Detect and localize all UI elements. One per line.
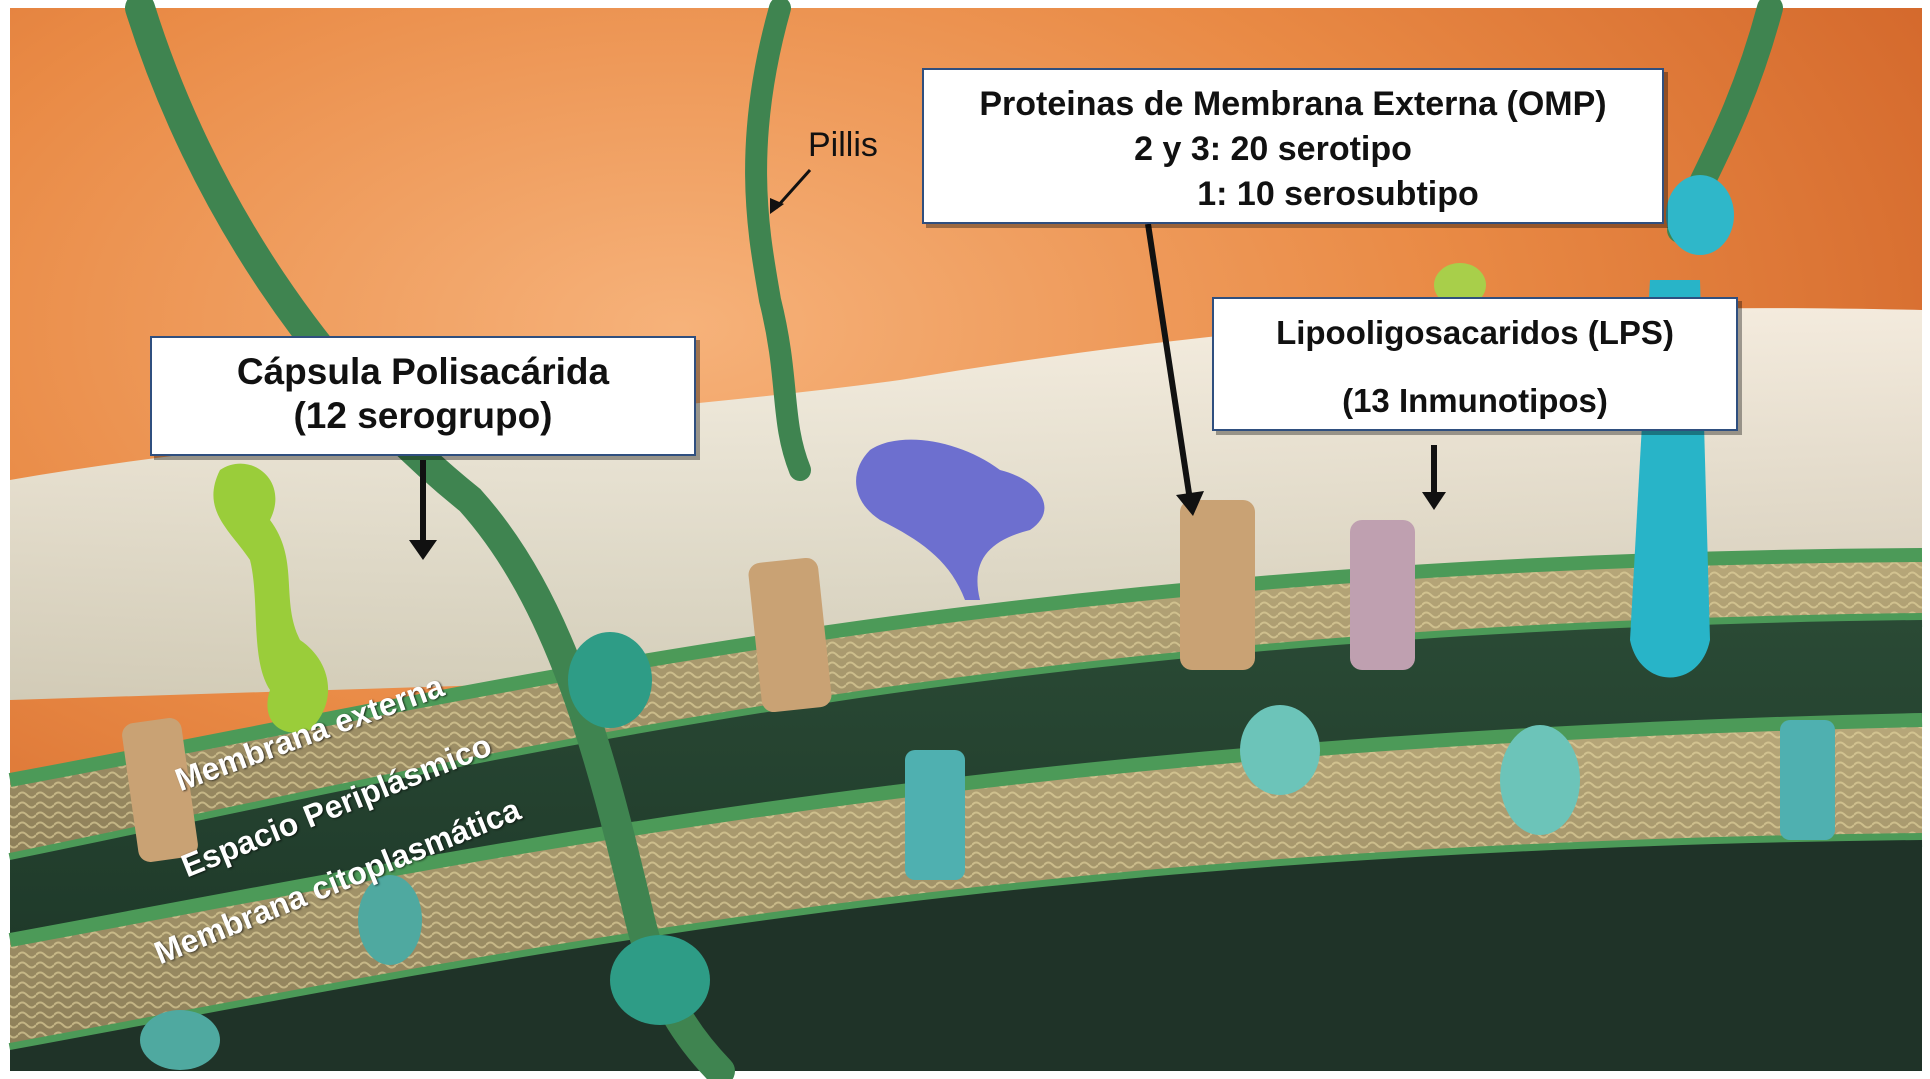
capsule-title: Cápsula Polisacárida [152, 350, 694, 394]
lps-immunotype-count: (13 Inmunotipos) [1214, 367, 1736, 435]
teal-protein-5 [1240, 705, 1320, 795]
omp-title: Proteinas de Membrana Externa (OMP) [924, 82, 1662, 127]
omp-serosubtype-line: 1: 10 serosubtipo [924, 172, 1662, 217]
capsule-label-box: Cápsula Polisacárida (12 serogrupo) [150, 336, 696, 456]
cyan-knot-top [1666, 175, 1734, 255]
lps-label-box: Lipooligosacaridos (LPS) (13 Inmunotipos… [1212, 297, 1738, 431]
teal-protein-2 [610, 935, 710, 1025]
teal-channel-1 [905, 750, 965, 880]
omp-serotype-line: 2 y 3: 20 serotipo [924, 127, 1662, 172]
teal-protein-1 [568, 632, 652, 728]
teal-protein-6 [1500, 725, 1580, 835]
teal-channel-2 [1780, 720, 1835, 840]
omp-label-box: Proteinas de Membrana Externa (OMP) 2 y … [922, 68, 1664, 224]
capsule-serogroup-count: (12 serogrupo) [152, 394, 694, 438]
omp-porin-tan-3 [1180, 500, 1255, 670]
teal-protein-4 [140, 1010, 220, 1070]
pili-label: Pillis [808, 126, 878, 165]
omp-porin-pink [1350, 520, 1415, 670]
lps-title: Lipooligosacaridos (LPS) [1214, 299, 1736, 367]
